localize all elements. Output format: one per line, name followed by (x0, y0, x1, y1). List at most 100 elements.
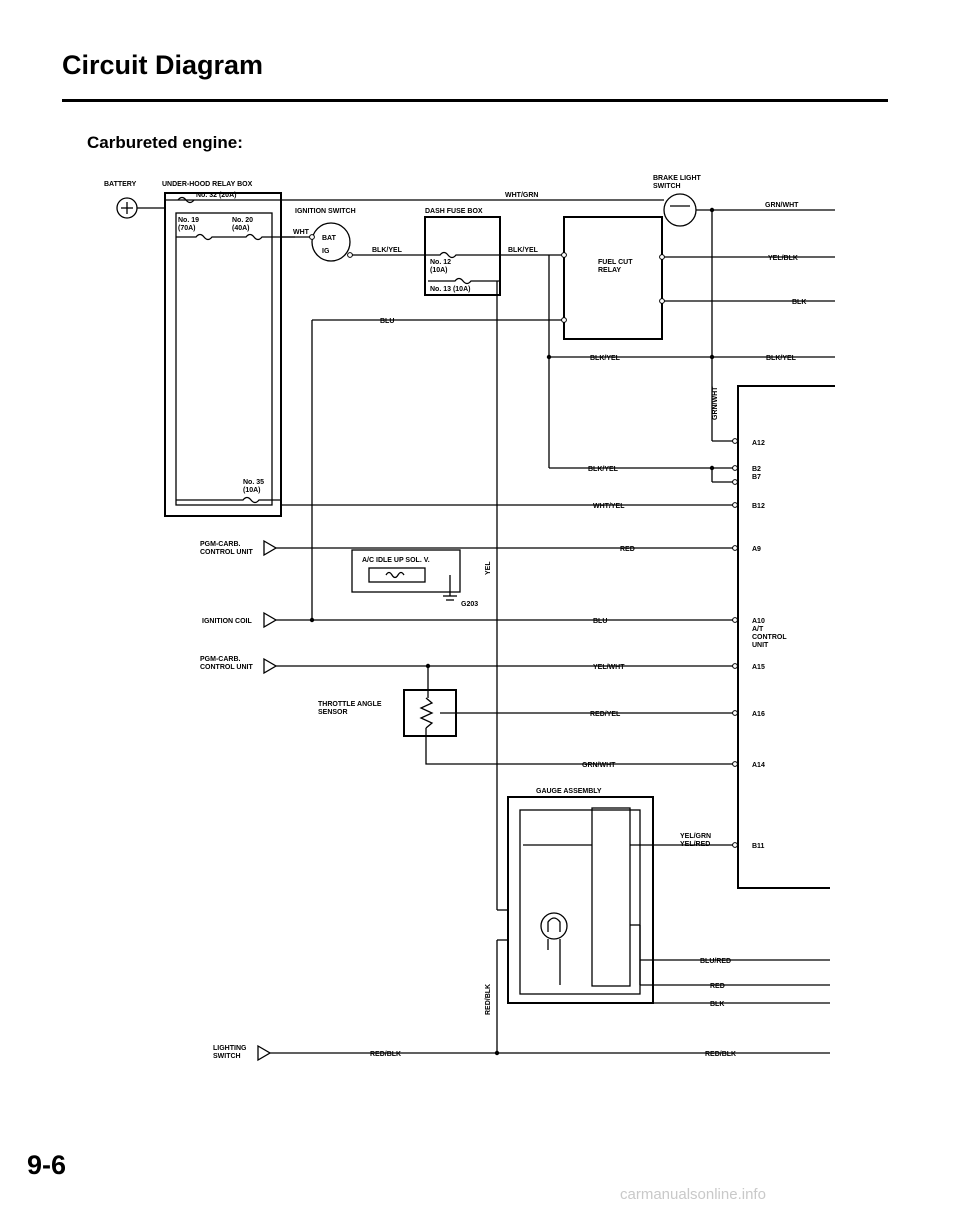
wire-blk-yel-fuse-label: BLK/YEL (508, 247, 539, 254)
wire-red-yel-label: RED/YEL (590, 711, 621, 718)
wire-red-label: RED (620, 546, 635, 553)
fuse-32-label: No. 32 (20A) (196, 192, 236, 199)
brake-light-switch (663, 193, 697, 227)
lighting-switch-connector-arrow (257, 1044, 272, 1062)
fuse-12-label: No. 12 (430, 259, 451, 266)
fuel-cut-relay (563, 216, 663, 340)
pgm-carb-connector-arrow (263, 539, 278, 557)
battery-symbol (116, 197, 138, 219)
ignition-coil-label: IGNITION COIL (202, 618, 253, 625)
at-unit-label-1: A/T (752, 626, 764, 633)
wire-wht-grn-label: WHT/GRN (505, 192, 538, 199)
at-unit-label-2: CONTROL (752, 634, 787, 641)
wire-blk-yel-mid-label: BLK/YEL (590, 355, 621, 362)
wire-grn-wht-vert-label: GRN/WHT (712, 386, 719, 420)
fuse-12-rating: (10A) (430, 267, 448, 274)
throttle-sensor-label-1: THROTTLE ANGLE (318, 701, 382, 708)
terminal-b2: B2 (752, 466, 761, 473)
wire-blk-yel-ign-label: BLK/YEL (372, 247, 403, 254)
throttle-sensor-label-2: SENSOR (318, 709, 348, 716)
page-number: 9-6 (27, 1150, 67, 1180)
wire-yel-blk-label: YEL/BLK (768, 255, 798, 262)
gauge-meter-block (591, 807, 631, 987)
ignition-switch (311, 222, 351, 262)
terminal-b7: B7 (752, 474, 761, 481)
section-subtitle: Carbureted engine: (87, 133, 243, 152)
wire-blk-gauge-label: BLK (710, 1001, 724, 1008)
lighting-switch-label-1: LIGHTING (213, 1045, 247, 1052)
fuse-19-rating: (70A) (178, 225, 196, 232)
dash-fuse-box (424, 216, 501, 296)
relay-box-inner (175, 212, 273, 506)
battery-label: BATTERY (104, 181, 137, 188)
terminal-a9: A9 (752, 546, 761, 553)
wire-red-blk-left-label: RED/BLK (370, 1051, 401, 1058)
pgm-carb-label-1: PGM-CARB. (200, 541, 240, 548)
brake-switch-label-2: SWITCH (653, 183, 681, 190)
dash-fuse-box-label: DASH FUSE BOX (425, 208, 483, 215)
wire-blu-coil-label: BLU (593, 618, 607, 625)
fuel-cut-label-2: RELAY (598, 267, 621, 274)
fuse-35-label: No. 35 (243, 479, 264, 486)
wire-wht-label: WHT (293, 229, 310, 236)
wire-yel-wht-label: YEL/WHT (593, 664, 625, 671)
terminal-a10: A10 (752, 618, 765, 625)
brake-switch-label-1: BRAKE LIGHT (653, 175, 702, 182)
wire-yel-red-label: YEL/RED (680, 841, 710, 848)
wire-blk-yel-low-label: BLK/YEL (588, 466, 619, 473)
wire-blk-label: BLK (792, 299, 806, 306)
lighting-switch-label-2: SWITCH (213, 1053, 241, 1060)
fuse-32-symbol (177, 196, 195, 204)
terminal-a12: A12 (752, 440, 765, 447)
terminal-a14: A14 (752, 762, 765, 769)
pgm-carb-2-label-2: CONTROL UNIT (200, 664, 253, 671)
wire-grn-wht-low-label: GRN/WHT (582, 762, 616, 769)
wire-yel-grn-label: YEL/GRN (680, 833, 711, 840)
fuse-13-symbol (428, 277, 500, 285)
fuse-13-label: No. 13 (10A) (430, 286, 470, 293)
terminal-b11: B11 (752, 843, 765, 850)
gauge-assembly-label: GAUGE ASSEMBLY (536, 788, 602, 795)
pgm-carb-2-label-1: PGM-CARB. (200, 656, 240, 663)
wire-blu-top-label: BLU (380, 318, 394, 325)
wire-yel-label: YEL (485, 561, 492, 575)
fuse-35-symbol (176, 496, 281, 504)
wire-red-blk-vert-label: RED/BLK (485, 984, 492, 1015)
wire-red-blk-right-label: RED/BLK (705, 1051, 736, 1058)
ground-g203-label: G203 (461, 601, 478, 608)
ignition-switch-label: IGNITION SWITCH (295, 208, 356, 215)
wire-blk-yel-right-label: BLK/YEL (766, 355, 797, 362)
watermark-text: carmanualsonline.info (620, 1186, 766, 1203)
ignition-coil-connector-arrow (263, 611, 278, 629)
indicator-bulb (540, 912, 568, 940)
at-unit-label-3: UNIT (752, 642, 769, 649)
gauge-assembly (507, 796, 654, 1004)
ig-terminal-label: IG (322, 248, 330, 255)
relay-box (164, 192, 282, 517)
fuse-12-symbol (428, 251, 500, 259)
pgm-carb-label-2: CONTROL UNIT (200, 549, 253, 556)
relay-box-label: UNDER-HOOD RELAY BOX (162, 181, 253, 188)
wire-grn-wht-top-label: GRN/WHT (765, 202, 799, 209)
terminal-b12: B12 (752, 503, 765, 510)
bat-terminal-label: BAT (322, 235, 337, 242)
ecu-connector-outline (737, 385, 835, 889)
fuse-19-20-symbol (176, 233, 295, 241)
fuel-cut-label-1: FUEL CUT (598, 259, 633, 266)
fuse-20-rating: (40A) (232, 225, 250, 232)
wire-red-gauge-label: RED (710, 983, 725, 990)
ac-valve-coil (368, 567, 426, 583)
pgm-carb-2-connector-arrow (263, 657, 278, 675)
title-rule (62, 99, 888, 102)
ac-valve-label: A/C IDLE UP SOL. V. (362, 557, 430, 564)
wire-wht-yel-label: WHT/YEL (593, 503, 625, 510)
fuse-35-rating: (10A) (243, 487, 261, 494)
wire-blu-red-label: BLU/RED (700, 958, 731, 965)
fuse-19-label: No. 19 (178, 217, 199, 224)
terminal-a16: A16 (752, 711, 765, 718)
fuse-20-label: No. 20 (232, 217, 253, 224)
terminal-a15: A15 (752, 664, 765, 671)
page-title: Circuit Diagram (62, 50, 264, 80)
ac-idle-up-valve-box (351, 549, 461, 593)
